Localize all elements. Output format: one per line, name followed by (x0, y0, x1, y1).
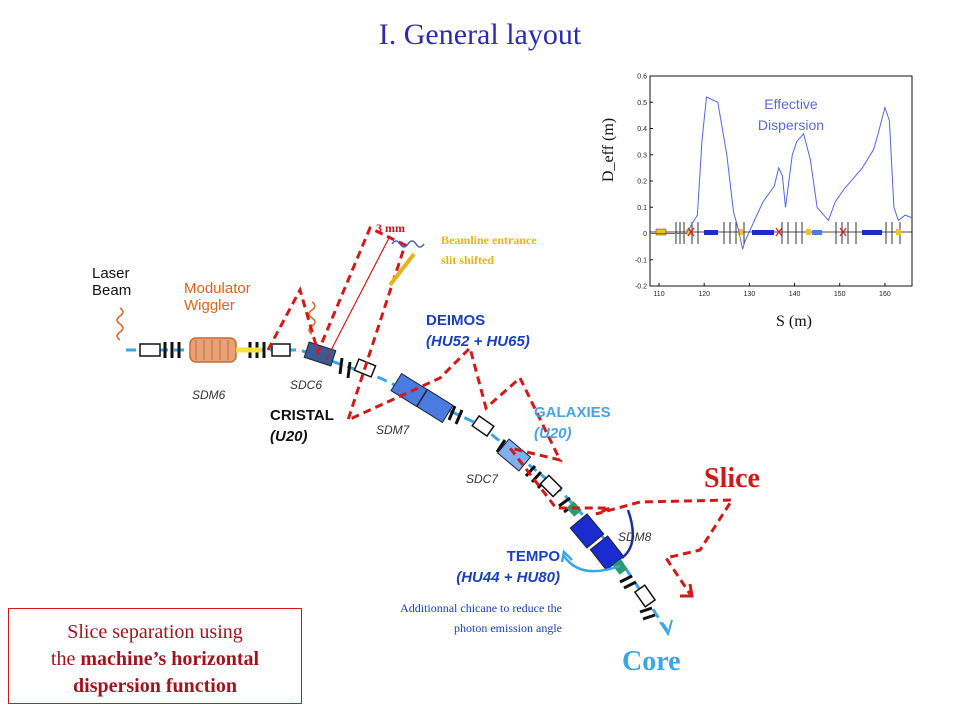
sdm8-arc (621, 509, 635, 559)
sdm7-box (471, 414, 495, 438)
chart-beamline-elements (650, 222, 912, 244)
sdm8-box (633, 584, 657, 608)
x-tick-label: 110 (653, 291, 664, 298)
page-title: I. General layout (378, 18, 582, 51)
y-tick-label: -0.1 (635, 257, 647, 264)
laser-wave-2 (308, 301, 316, 335)
x-tick-label: 140 (789, 291, 801, 298)
laser-wave-1 (116, 307, 124, 341)
sdm8-label: SDM8 (618, 530, 652, 544)
deimos-undulators (390, 372, 454, 424)
beam-arrow-icon (659, 619, 673, 637)
sdm6-box (139, 343, 161, 357)
deimos-label: DEIMOS(HU52 + HU65) (426, 312, 530, 350)
dispersion-curve (650, 96, 913, 250)
x-tick-label: 130 (744, 291, 756, 298)
sdm6-box-2 (271, 343, 291, 357)
y-tick-label: 0.1 (637, 205, 647, 212)
sdc7-label: SDC7 (466, 472, 499, 486)
tempo-label: TEMPO(HU44 + HU80) (456, 548, 560, 586)
sdc6-label: SDC6 (290, 378, 323, 392)
dispersion-chart: 110 120 130 140 150 160 0.6 0.5 0.4 0.3 0.2 0.1 0 -0.… (635, 74, 913, 298)
chart-y-label: D_eff (m) (600, 117, 617, 182)
red-arrow-icon (680, 583, 694, 598)
tempo-bend-arrow (562, 555, 621, 573)
core-label: Core (622, 646, 681, 677)
cristal-label: CRISTAL(U20) (270, 407, 334, 445)
cristal-undulator (303, 341, 337, 367)
sdm6-label: SDM6 (192, 388, 226, 402)
y-tick-label: 0.3 (637, 152, 647, 159)
note-box: Slice separation using the machine’s hor… (8, 608, 302, 704)
tempo-arrow-icon (560, 549, 573, 563)
sdc7-box (539, 474, 563, 498)
modulator-wiggler (189, 337, 262, 363)
slice-label: Slice (704, 463, 760, 494)
x-tick-label: 150 (834, 291, 846, 298)
y-tick-label: 0.6 (637, 74, 647, 81)
y-tick-label: 0.2 (637, 179, 647, 186)
y-tick-label: 0.4 (637, 126, 647, 133)
y-tick-label: 0 (643, 231, 647, 238)
red-thin-line (325, 235, 391, 361)
y-tick-label: 0.5 (637, 100, 647, 107)
slit-icon (388, 252, 416, 287)
galaxies-label: GALAXIES(U20) (534, 404, 611, 442)
photon-wave-icon (391, 240, 425, 248)
red-dashed-trajectory (266, 225, 735, 595)
y-tick-label: -0.2 (635, 284, 647, 291)
sdm7-label: SDM7 (376, 423, 410, 437)
x-tick-label: 120 (698, 291, 710, 298)
chart-x-label: S (m) (776, 313, 812, 330)
three-mm-label: 3 mm (376, 221, 405, 235)
x-tick-label: 160 (879, 291, 891, 298)
